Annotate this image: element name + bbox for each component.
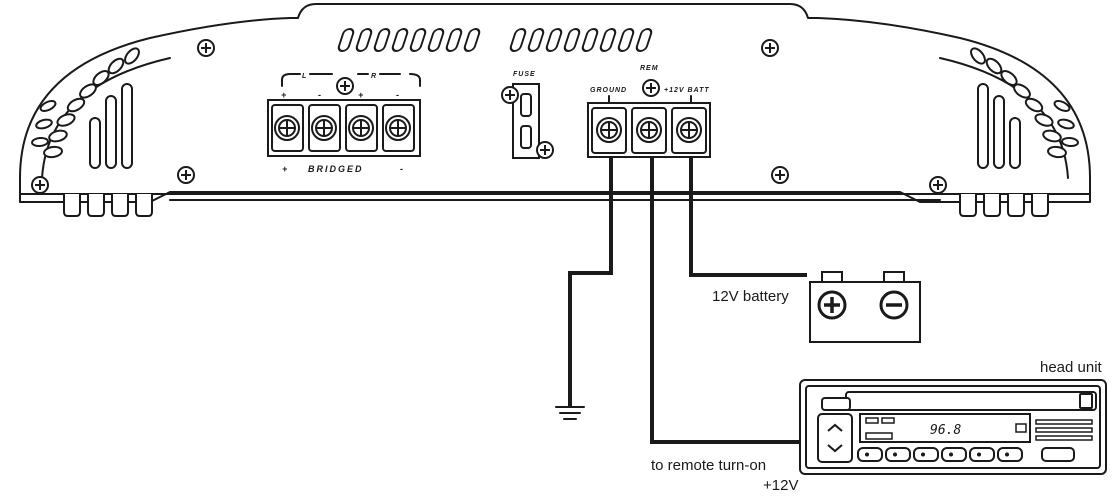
terminal-polarity-2: - bbox=[318, 90, 323, 100]
remote-wire bbox=[650, 156, 802, 444]
mount-screw-icon bbox=[761, 39, 779, 57]
ground-wire bbox=[568, 156, 613, 407]
mount-screw-icon bbox=[929, 176, 947, 194]
right-side-vents bbox=[970, 47, 1079, 169]
channel-left-label: L bbox=[302, 73, 307, 80]
terminal-screw-icon bbox=[385, 115, 411, 141]
head-unit: head unit 96.8 bbox=[799, 359, 1107, 475]
terminal-polarity-1: + bbox=[281, 90, 288, 100]
fuse-screw-icon bbox=[501, 86, 519, 104]
heatsink-fins bbox=[63, 194, 1049, 217]
preset-buttons bbox=[857, 447, 1075, 462]
head-unit-label: head unit bbox=[1040, 359, 1103, 376]
speaker-terminal-block: L R + - + - + BRIDGED - bbox=[267, 73, 421, 174]
mount-screw-icon bbox=[197, 39, 215, 57]
wires bbox=[568, 156, 807, 444]
terminal-polarity-3: + bbox=[358, 90, 365, 100]
fuse-holder: FUSE bbox=[501, 71, 554, 159]
power-terminal-block: GROUND REM +12V BATT bbox=[587, 65, 711, 158]
left-side-vents bbox=[31, 47, 140, 169]
terminal-screw-icon bbox=[311, 115, 337, 141]
mount-screw-icon bbox=[771, 166, 789, 184]
bridged-minus-label: - bbox=[400, 164, 405, 174]
terminal-screw-icon bbox=[676, 117, 702, 143]
mount-screw-icon bbox=[31, 176, 49, 194]
display-frequency: 96.8 bbox=[930, 423, 961, 438]
bridged-label: BRIDGED bbox=[308, 164, 364, 174]
remote-screw-icon bbox=[642, 79, 660, 97]
terminal-polarity-4: - bbox=[396, 90, 401, 100]
terminal-screw-icon bbox=[596, 117, 622, 143]
terminal-screw-icon bbox=[274, 115, 300, 141]
battery-wire bbox=[689, 156, 807, 277]
amplifier: L R + - + - + BRIDGED - FUSE bbox=[19, 3, 1091, 217]
remote-note-line1: to remote turn-on bbox=[651, 457, 766, 474]
top-vents bbox=[336, 28, 654, 52]
batt-terminal-label: +12V BATT bbox=[664, 87, 710, 94]
mount-screw-icon bbox=[177, 166, 195, 184]
channel-screw-icon bbox=[336, 77, 354, 95]
fuse-label: FUSE bbox=[513, 71, 536, 78]
battery-negative-icon bbox=[879, 290, 909, 320]
seek-up-icon bbox=[827, 423, 843, 432]
battery-positive-icon bbox=[817, 290, 847, 320]
remote-terminal-label: REM bbox=[640, 65, 659, 72]
terminal-screw-icon bbox=[636, 117, 662, 143]
remote-note-line2: +12V bbox=[763, 477, 798, 494]
bridged-plus-label: + bbox=[282, 164, 289, 174]
battery-label: 12V battery bbox=[712, 288, 789, 305]
channel-right-label: R bbox=[371, 73, 377, 80]
ground-terminal-label: GROUND bbox=[590, 87, 627, 94]
ground-symbol-icon bbox=[555, 406, 585, 420]
seek-down-icon bbox=[827, 444, 843, 453]
amplifier-body bbox=[19, 3, 1091, 203]
terminal-screw-icon bbox=[348, 115, 374, 141]
battery: 12V battery bbox=[712, 271, 921, 343]
fuse-screw-icon bbox=[536, 141, 554, 159]
